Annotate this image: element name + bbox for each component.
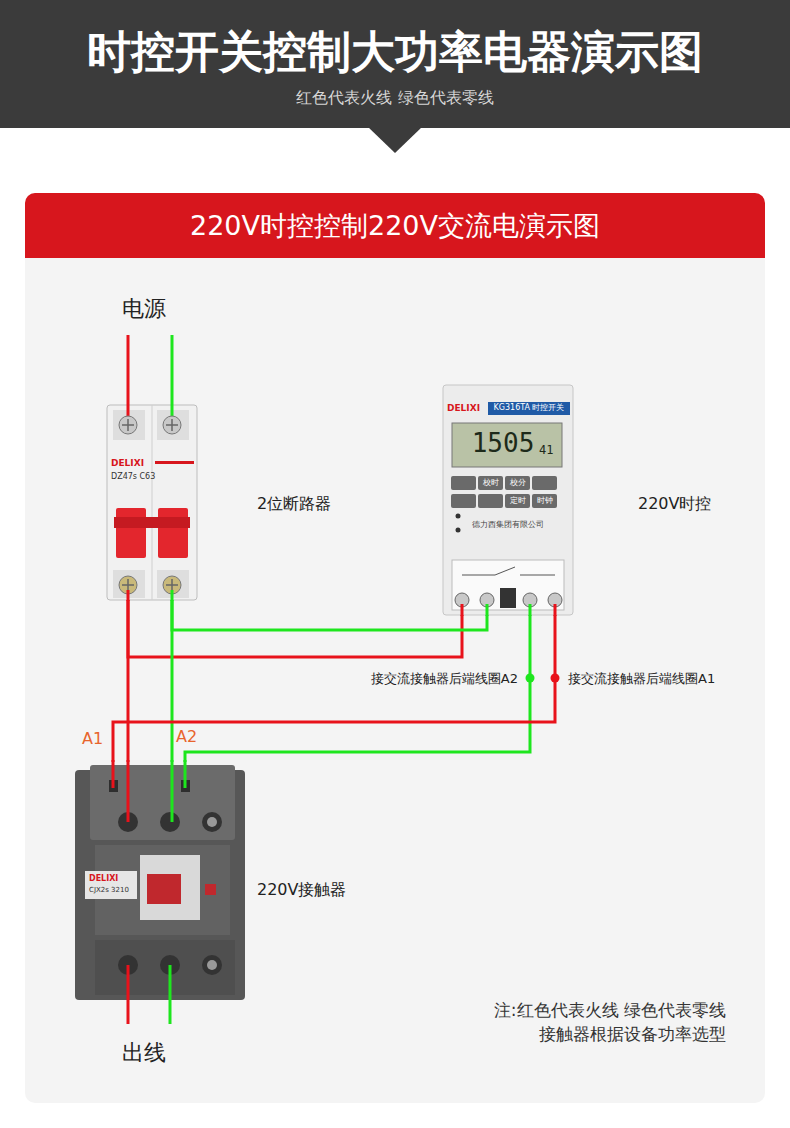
title-bar — [0, 0, 790, 128]
timer-body — [456, 528, 461, 533]
timer-body — [532, 494, 557, 508]
breaker-body — [107, 405, 197, 600]
lcd-digits: 1505 — [472, 428, 535, 459]
lcd-seconds: 41 — [539, 443, 553, 457]
wire-stub — [184, 760, 187, 788]
power-source-label: 电源 — [122, 296, 166, 322]
title-bar — [0, 0, 790, 153]
output-label: 出线 — [122, 1040, 166, 1066]
page-title: 时控开关控制大功率电器演示图 — [87, 26, 703, 79]
model-text: CJX2s 3210 — [89, 886, 129, 894]
wire-stub — [171, 760, 174, 822]
wire — [127, 600, 130, 762]
contactor-body — [205, 884, 216, 895]
supply-wire — [171, 335, 174, 425]
wire-stub — [127, 760, 130, 822]
brand-mark: DELIXI — [111, 458, 144, 469]
circuit-breaker: 2位断路器DELIXIDZ47s C63 — [107, 405, 197, 600]
supply-wire — [127, 335, 130, 425]
title-bar — [368, 127, 422, 153]
color-key-note: 红色代表火线 绿色代表零线 — [296, 88, 493, 107]
device-label: 220V接触器 — [257, 880, 346, 899]
timer-body — [456, 514, 461, 519]
timer-body — [443, 385, 573, 615]
wire-label: 接交流接触器后端线圈A1 — [566, 671, 717, 687]
wire-stub — [171, 590, 174, 601]
breaker-body — [116, 508, 146, 558]
note-text: 接触器根据设备功率选型 — [539, 1024, 726, 1044]
device-label: 2位断路器 — [257, 494, 331, 513]
timer-body — [443, 385, 573, 615]
timer-body — [478, 494, 503, 508]
contactor-body — [147, 874, 181, 904]
timer-body — [500, 588, 516, 608]
output-wire — [169, 965, 172, 1024]
time-switch: 220V时控DELIXIKG316TA 时控开关150541校时校分定时时钟德力… — [443, 385, 573, 615]
device-label: 220V时控 — [638, 494, 711, 513]
wire-stub — [529, 604, 532, 616]
contactor-body — [85, 871, 137, 899]
panel-header: 220V时控控制220V交流电演示图 — [25, 193, 765, 258]
panel-card — [25, 193, 765, 1103]
terminal-screw — [119, 416, 181, 594]
breaker-body — [107, 405, 197, 600]
wire-stub — [112, 760, 115, 788]
wire — [113, 615, 555, 762]
timer-body — [462, 567, 555, 575]
brand-mark: DELIXI — [447, 403, 480, 414]
terminal-screw — [122, 419, 178, 591]
panel-card: 2位断路器 DELIXI DZ47s C63 220V时控 DELIXI KG316TA … — [25, 193, 765, 1103]
terminal-label: A2 — [176, 727, 197, 746]
brand-mark: DELIXI — [89, 874, 118, 884]
timer-body — [488, 402, 570, 415]
timer-body — [505, 476, 530, 490]
wire-label: 接交流接触器后端线圈A2 — [369, 671, 520, 687]
panel-card — [25, 193, 765, 1103]
terminal-label: A1 — [82, 729, 103, 748]
timer-body — [451, 494, 476, 508]
breaker-body — [114, 517, 190, 528]
button-label: 定时 — [510, 496, 526, 506]
ac-contactor: 220V接触器DELIXICJX2s 3210 — [75, 762, 245, 1000]
contactor-body — [95, 940, 235, 995]
maker-text: 德力西集团有限公司 — [472, 520, 544, 530]
timer-body — [505, 494, 530, 508]
breaker-body — [152, 405, 153, 600]
output-wire — [128, 965, 170, 1024]
note-text: 注:红色代表火线 绿色代表零线 — [494, 1000, 726, 1020]
button-label: 校分 — [510, 478, 526, 488]
wire-stub — [462, 604, 555, 616]
contactor-body — [75, 765, 245, 1000]
wire-stub — [113, 760, 185, 822]
wire — [185, 615, 530, 762]
timer-body — [452, 560, 564, 610]
output-wire — [127, 965, 130, 1024]
wire-stub — [127, 590, 130, 601]
contactor-body — [207, 960, 217, 970]
wire-stub — [554, 604, 557, 616]
timer-body — [451, 476, 476, 490]
breaker-body — [155, 461, 194, 464]
wire-stub — [461, 604, 464, 616]
contactor-body — [202, 812, 222, 832]
contactor-body — [160, 812, 180, 832]
contactor-body — [140, 855, 200, 920]
model-text: DZ47s C63 — [111, 472, 155, 482]
button-label: 时钟 — [537, 496, 553, 506]
supply-wire — [128, 335, 172, 425]
timer-body — [452, 423, 562, 467]
wire — [172, 600, 487, 630]
wire-stub — [128, 590, 172, 601]
timer-body — [478, 476, 503, 490]
wire — [171, 600, 174, 762]
wire-stub — [486, 604, 489, 616]
button-label: 校时 — [483, 478, 499, 488]
timer-body — [532, 476, 557, 490]
contactor-body — [202, 955, 222, 975]
breaker-body — [158, 508, 188, 558]
contactor-body — [207, 817, 217, 827]
model-text: KG316TA 时控开关 — [494, 403, 565, 413]
